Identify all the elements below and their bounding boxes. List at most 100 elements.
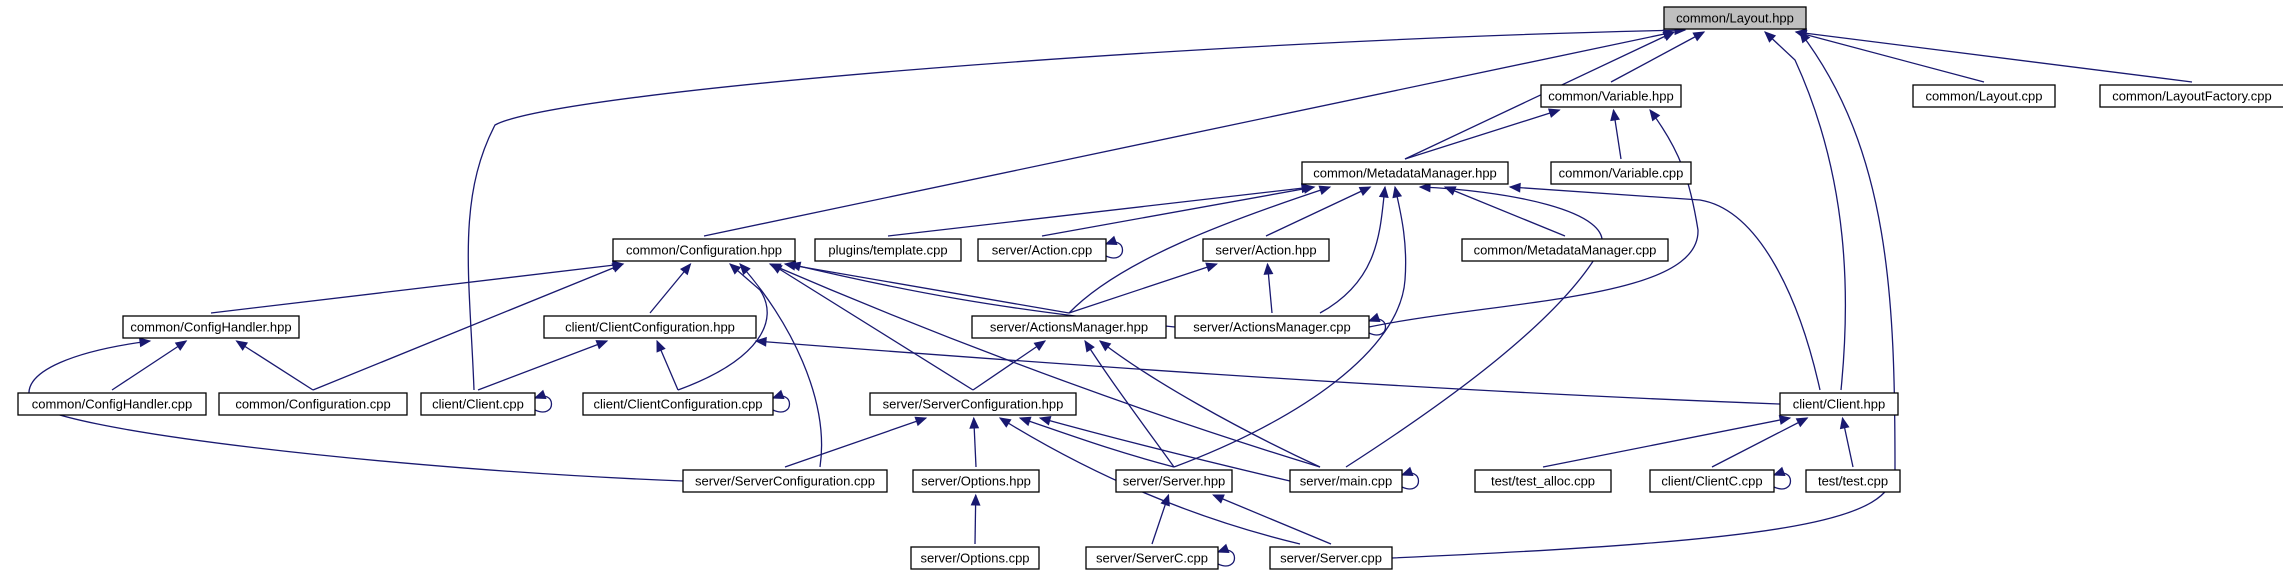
edge-confighandler_hpp-includes-configuration_hpp: [210, 260, 625, 314]
edge-arrowhead: [235, 340, 249, 351]
edge-line: [1173, 186, 1407, 468]
node-actionsmanager-cpp[interactable]: server/ActionsManager.cpp: [1174, 315, 1370, 339]
edge-client_hpp-includes-metadatamanager_hpp: [1508, 182, 1821, 391]
node-box: [420, 392, 536, 416]
node-confighandler-hpp[interactable]: common/ConfigHandler.hpp: [122, 315, 300, 339]
edge-line: [1711, 417, 1808, 468]
edge-metadatamanager_hpp-includes-variable_hpp: [1404, 108, 1561, 160]
edge-clientconfiguration_hpp-includes-configuration_hpp: [649, 263, 692, 314]
node-client-cpp[interactable]: client/Client.cpp: [420, 392, 536, 416]
edge-clientc_cpp-includes-clientc_cpp: [1772, 466, 1791, 490]
edge-line: [1368, 109, 1699, 328]
node-actionsmanager-hpp[interactable]: server/ActionsManager.hpp: [971, 315, 1167, 339]
node-serverconfiguration-hpp[interactable]: server/ServerConfiguration.hpp: [869, 392, 1077, 416]
node-label: test/test.cpp: [1818, 474, 1888, 489]
node-clientc-cpp[interactable]: client/ClientC.cpp: [1649, 469, 1775, 493]
node-options-cpp[interactable]: server/Options.cpp: [910, 546, 1040, 570]
edge-arrowhead: [1547, 108, 1561, 118]
edge-line: [1041, 186, 1315, 237]
edge-arrowhead: [1795, 417, 1809, 428]
edge-arrowhead: [1378, 185, 1389, 199]
node-box: [1202, 238, 1330, 262]
edge-server_hpp-includes-actionsmanager_hpp: [1084, 339, 1175, 468]
edge-line: [1084, 340, 1175, 468]
node-options-hpp[interactable]: server/Options.hpp: [912, 469, 1040, 493]
node-server-hpp[interactable]: server/Server.hpp: [1115, 469, 1233, 493]
node-clientconfiguration-hpp[interactable]: client/ClientConfiguration.hpp: [543, 315, 757, 339]
node-box: [912, 469, 1040, 493]
edge-clientconfiguration_cpp-includes-clientconfiguration_hpp: [656, 339, 679, 391]
edge-action_cpp-includes-metadatamanager_hpp: [1041, 183, 1316, 237]
edge-client_cpp-includes-clientconfiguration_hpp: [477, 340, 609, 391]
node-label: common/Configuration.hpp: [626, 243, 782, 258]
edge-template_cpp-includes-metadatamanager_hpp: [887, 183, 1314, 237]
node-variable-cpp[interactable]: common/Variable.cpp: [1550, 161, 1692, 185]
node-label: common/MetadataManager.hpp: [1313, 166, 1497, 181]
edge-serverconfiguration_cpp-includes-configuration_hpp: [739, 263, 823, 468]
edge-arrowhead: [970, 493, 981, 506]
node-label: common/LayoutFactory.cpp: [2112, 89, 2271, 104]
node-box: [1779, 392, 1899, 416]
node-box: [543, 315, 757, 339]
node-box: [612, 238, 796, 262]
node-action-hpp[interactable]: server/Action.hpp: [1202, 238, 1330, 262]
edge-line: [1795, 31, 1985, 83]
edge-line: [999, 417, 1301, 545]
edge-line: [784, 417, 927, 468]
node-label: common/Layout.cpp: [1925, 89, 2042, 104]
edges-layer: [28, 25, 2193, 567]
node-box: [218, 392, 408, 416]
edge-arrowhead: [679, 263, 692, 276]
node-layout-hpp[interactable]: common/Layout.hpp: [1663, 6, 1807, 30]
node-metadatamanager-hpp[interactable]: common/MetadataManager.hpp: [1301, 161, 1509, 185]
node-label: server/ActionsManager.hpp: [990, 320, 1148, 335]
edge-line: [236, 340, 314, 391]
node-test-alloc-cpp[interactable]: test/test_alloc.cpp: [1474, 469, 1612, 493]
node-box: [1663, 6, 1807, 30]
node-serverc-cpp[interactable]: server/ServerC.cpp: [1085, 546, 1219, 570]
edge-test_alloc_cpp-includes-client_hpp: [1542, 415, 1792, 468]
node-layoutfactory-cpp[interactable]: common/LayoutFactory.cpp: [2099, 84, 2283, 108]
node-layout-cpp[interactable]: common/Layout.cpp: [1912, 84, 2056, 108]
edge-actionsmanager_cpp-includes-actionsmanager_cpp: [1367, 312, 1386, 336]
node-label: common/Variable.cpp: [1559, 166, 1684, 181]
node-label: common/Layout.hpp: [1676, 11, 1794, 26]
node-template-cpp[interactable]: plugins/template.cpp: [814, 238, 962, 262]
node-server-cpp[interactable]: server/Server.cpp: [1269, 546, 1393, 570]
node-variable-hpp[interactable]: common/Variable.hpp: [1540, 84, 1682, 108]
node-label: server/Action.hpp: [1215, 243, 1316, 258]
edge-arrowhead: [1367, 312, 1381, 323]
node-serverconfiguration-cpp[interactable]: server/ServerConfiguration.cpp: [682, 469, 888, 493]
edge-arrowhead: [1358, 186, 1372, 196]
edge-main_cpp-includes-serverconfiguration_hpp: [1038, 416, 1291, 482]
node-test-cpp[interactable]: test/test.cpp: [1805, 469, 1901, 493]
edge-arrowhead: [1508, 182, 1521, 193]
node-label: client/ClientConfiguration.hpp: [565, 320, 735, 335]
node-clientconfiguration-cpp[interactable]: client/ClientConfiguration.cpp: [582, 392, 774, 416]
edge-arrowhead: [533, 389, 547, 400]
edge-test_cpp-includes-client_hpp: [1839, 416, 1854, 468]
node-configuration-hpp[interactable]: common/Configuration.hpp: [612, 238, 796, 262]
node-metadatamanager-cpp[interactable]: common/MetadataManager.cpp: [1461, 238, 1669, 262]
node-configuration-cpp[interactable]: common/Configuration.cpp: [218, 392, 408, 416]
node-box: [977, 238, 1107, 262]
edge-actionsmanager_hpp-includes-action_hpp: [1068, 262, 1218, 314]
edge-arrowhead: [1084, 339, 1095, 353]
edge-clientconfiguration_cpp-includes-clientconfiguration_cpp: [771, 389, 790, 413]
edge-arrowhead: [739, 263, 751, 276]
node-action-cpp[interactable]: server/Action.cpp: [977, 238, 1107, 262]
node-label: common/Variable.hpp: [1548, 89, 1674, 104]
node-box: [869, 392, 1077, 416]
node-box: [1269, 546, 1393, 570]
node-main-cpp[interactable]: server/main.cpp: [1289, 469, 1403, 493]
edge-arrowhead: [1263, 262, 1274, 275]
edge-line: [972, 340, 1046, 391]
edge-line: [1265, 186, 1371, 237]
edge-arrowhead: [1098, 340, 1112, 352]
edge-confighandler_cpp-includes-confighandler_hpp: [111, 340, 188, 391]
node-client-hpp[interactable]: client/Client.hpp: [1779, 392, 1899, 416]
node-confighandler-cpp[interactable]: common/ConfigHandler.cpp: [17, 392, 207, 416]
node-box: [122, 315, 300, 339]
edge-arrowhead: [969, 416, 980, 429]
edge-line: [467, 29, 1686, 391]
